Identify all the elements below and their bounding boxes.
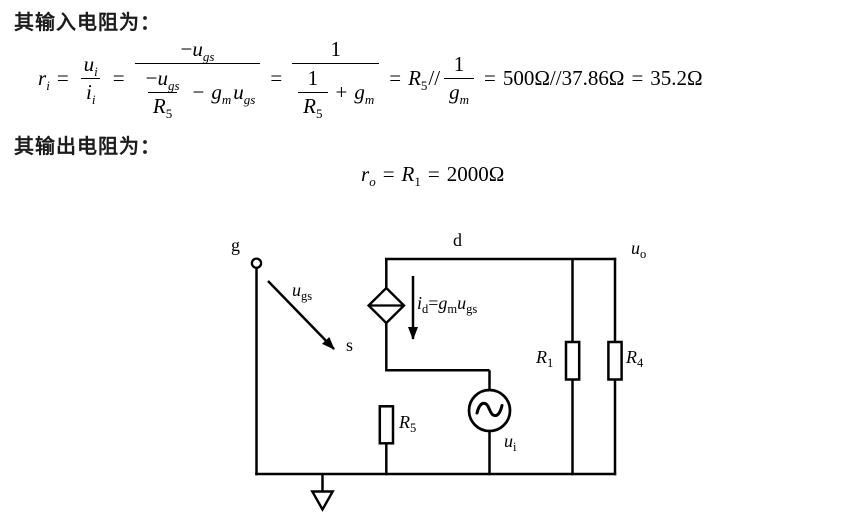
formula-input-resistance: ri = ui ii = −ugs −ugs R5 − gmugs = 1 1 … bbox=[38, 36, 703, 121]
drain-label: d bbox=[453, 230, 462, 250]
resistor-r5 bbox=[378, 405, 395, 445]
ugs-arrow bbox=[267, 280, 335, 350]
source-label: s bbox=[346, 335, 353, 355]
output-value: 2000Ω bbox=[446, 162, 505, 186]
heading-output-resistance: 其输出电阻为： bbox=[14, 136, 161, 158]
math-r5: R5 bbox=[408, 66, 428, 94]
parallel-operator: // bbox=[428, 66, 441, 90]
fraction-one-over-gm: 1 gm bbox=[444, 51, 474, 106]
math-ro: ro bbox=[361, 162, 376, 190]
uo-label: uo bbox=[631, 238, 646, 261]
equals-sign: = bbox=[382, 162, 395, 186]
equals-sign: = bbox=[631, 66, 644, 90]
resistor-r1 bbox=[564, 340, 581, 381]
sine-wave-icon bbox=[475, 401, 504, 418]
ui-label: ui bbox=[504, 431, 517, 454]
equals-sign: = bbox=[56, 66, 69, 90]
minus-sign: − bbox=[192, 80, 205, 104]
fraction-ui-over-ii: ui ii bbox=[79, 51, 103, 106]
plus-sign: + bbox=[335, 80, 348, 104]
heading-input-resistance: 其输入电阻为： bbox=[14, 12, 161, 34]
math-ri: ri bbox=[38, 66, 50, 94]
equals-sign: = bbox=[389, 66, 402, 90]
formula-output-resistance: ro = R1 = 2000Ω bbox=[361, 162, 505, 190]
r1-label: R1 bbox=[535, 347, 553, 370]
equals-sign: = bbox=[112, 66, 125, 90]
numeric-parallel-values: 500Ω//37.86Ω bbox=[502, 66, 625, 90]
r4-label: R4 bbox=[625, 347, 644, 370]
gate-terminal bbox=[250, 257, 263, 269]
ground-icon bbox=[310, 490, 335, 512]
result-value: 35.2Ω bbox=[650, 66, 703, 90]
equals-sign: = bbox=[427, 162, 440, 186]
id-equation-label: id=gmugs bbox=[417, 293, 477, 316]
ugs-label: ugs bbox=[292, 280, 312, 303]
fraction-main: −ugs −ugs R5 − gmugs bbox=[134, 36, 261, 122]
math-r1: R1 bbox=[401, 162, 421, 190]
gate-label: g bbox=[231, 235, 240, 255]
equals-sign: = bbox=[270, 66, 283, 90]
r5-label: R5 bbox=[398, 412, 416, 435]
equals-sign: = bbox=[483, 66, 496, 90]
fraction-conductance: 1 1 R5 + gm bbox=[292, 36, 380, 121]
fraction-one-over-r5: 1 R5 bbox=[298, 65, 328, 120]
fraction-ugs-over-r5: −ugs R5 bbox=[145, 66, 180, 122]
resistor-r4 bbox=[607, 340, 623, 381]
